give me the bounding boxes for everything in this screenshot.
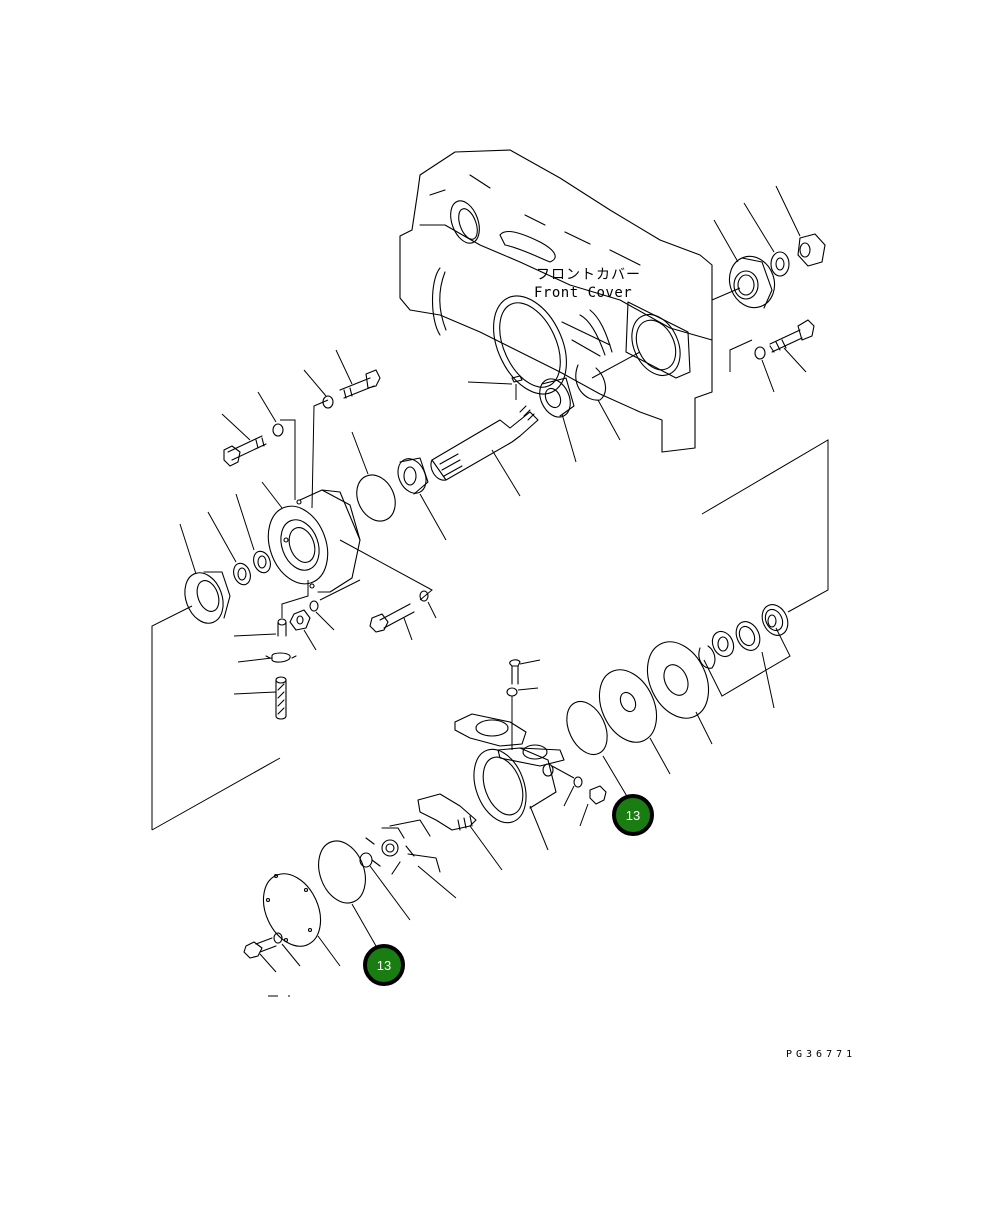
front-cover-label-en: Front Cover (534, 285, 633, 301)
cam-liner (417, 793, 503, 871)
assembly-bracket-left (151, 757, 281, 831)
lower-fasteners (233, 579, 437, 651)
pump-body (261, 399, 433, 601)
snap-ring (575, 351, 641, 441)
front-cover-housing (399, 149, 713, 453)
front-cover-label-jp: フロントカバー (536, 267, 641, 283)
gasket-right (566, 700, 629, 799)
plug-washer (551, 765, 607, 827)
callout-badge-13-upper[interactable]: 13 (612, 794, 654, 836)
bearing-middle (397, 457, 447, 541)
oil-seal-left (151, 523, 231, 830)
callout-badge-13-lower[interactable]: 13 (363, 944, 405, 986)
screw-washer-top (506, 659, 541, 750)
gear-assembly (711, 185, 826, 309)
o-ring-large (351, 431, 396, 522)
impeller (365, 819, 457, 899)
o-ring-small (359, 852, 411, 921)
housing-bolt-right (729, 319, 815, 393)
cover-plate-lower (262, 873, 341, 967)
bearing-left (235, 493, 271, 574)
bolt-washer-lower (243, 932, 301, 973)
key (467, 375, 523, 400)
bolt-upper-left (221, 391, 284, 467)
bearing-upper (539, 377, 577, 463)
pin-clamp-tube (233, 652, 297, 720)
gasket-lower (318, 840, 377, 947)
cam-plate-right (598, 669, 671, 775)
drawing-number: PG36771 (786, 1049, 857, 1060)
outlet-housing (454, 713, 565, 851)
plate-right (646, 641, 713, 745)
main-shaft (430, 405, 539, 497)
spacer-left (207, 511, 251, 586)
bolt-upper-middle (303, 349, 381, 409)
seal-stack-right (698, 439, 829, 709)
